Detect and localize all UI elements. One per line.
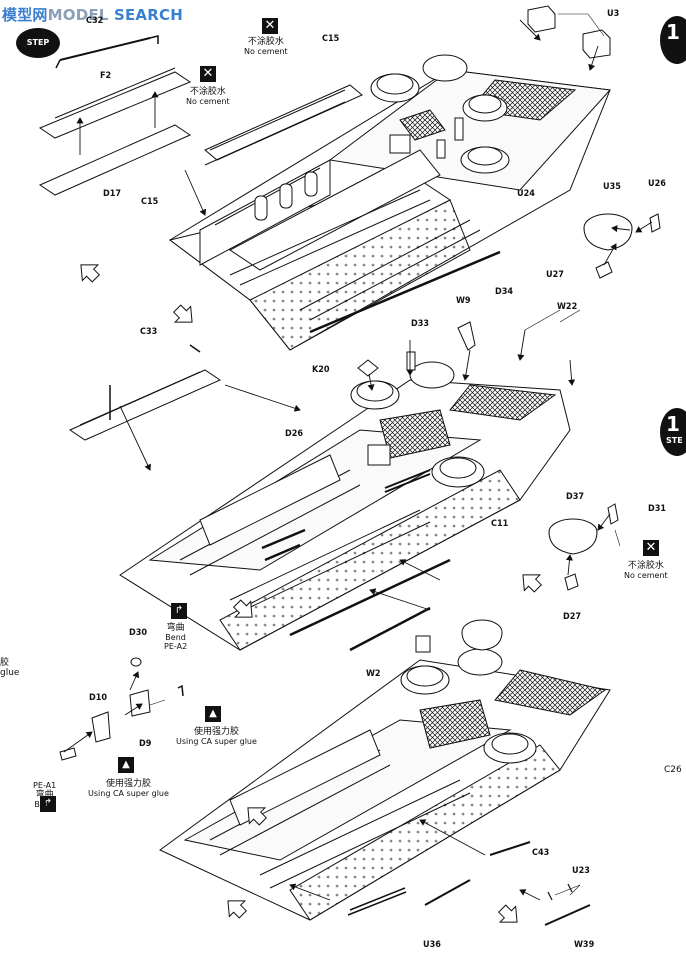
bend-icon: ↱ xyxy=(40,796,56,812)
no-cement-icon: ✕ xyxy=(200,66,216,82)
part-label-w9: W9 xyxy=(456,296,471,306)
left-edge-glue-en: glue xyxy=(0,668,20,678)
part-label-k20: K20 xyxy=(312,365,330,375)
part-label-d31: D31 xyxy=(648,504,666,514)
super-glue-icon: ▲ xyxy=(118,757,134,773)
part-label-c32: C32 xyxy=(86,16,104,26)
part-label-u35: U35 xyxy=(603,182,621,192)
part-label-u23: U23 xyxy=(572,866,590,876)
part-label-d37: D37 xyxy=(566,492,584,502)
super-glue-icon: ▲ xyxy=(205,706,221,722)
part-label-u3: U3 xyxy=(607,9,620,19)
part-label-c11: C11 xyxy=(491,519,509,529)
part-label-u24: U24 xyxy=(517,189,535,199)
u35-parts xyxy=(583,213,661,279)
watermark: 模型网MODEL SEARCH xyxy=(2,6,183,24)
bend-icon: ↱ xyxy=(171,603,187,619)
u3-parts xyxy=(527,5,611,59)
part-label-d9: D9 xyxy=(139,739,152,749)
part-label-d27: D27 xyxy=(563,612,581,622)
no-cement-icon: ✕ xyxy=(643,540,659,556)
part-label-w39: W39 xyxy=(574,940,595,950)
part-label-c43: C43 xyxy=(532,848,550,858)
hull-top xyxy=(168,54,612,351)
hull-bottom xyxy=(159,619,611,926)
right-edge-code: C26 xyxy=(664,765,682,775)
part-label-d10: D10 xyxy=(89,693,107,703)
d9-assembly xyxy=(59,657,184,761)
no-cement-icon: ✕ xyxy=(262,18,278,34)
cover-c33 xyxy=(68,344,222,441)
part-label-d33: D33 xyxy=(411,319,429,329)
part-label-w2: W2 xyxy=(366,669,381,679)
part-label-w22: W22 xyxy=(557,302,578,312)
part-label-c15: C15 xyxy=(141,197,159,207)
part-label-f2: F2 xyxy=(100,71,112,81)
part-label-u27: U27 xyxy=(546,270,564,280)
part-label-c33: C33 xyxy=(140,327,158,337)
part-label-c15: C15 xyxy=(322,34,340,44)
step-badge: STEP xyxy=(16,28,60,58)
leader-lines xyxy=(149,13,621,896)
part-label-d30: D30 xyxy=(129,628,147,638)
part-label-u26: U26 xyxy=(648,179,666,189)
part-label-d17: D17 xyxy=(103,189,121,199)
left-edge-glue-cn: 胶 xyxy=(0,658,10,668)
hull-middle xyxy=(119,321,571,652)
part-label-d26: D26 xyxy=(285,429,303,439)
right-step-badge-top: 1 xyxy=(660,16,686,64)
assembly-arrows xyxy=(63,19,653,901)
d37-parts xyxy=(548,503,619,591)
rotate-arrows xyxy=(80,264,543,923)
part-label-u36: U36 xyxy=(423,940,441,950)
part-label-d34: D34 xyxy=(495,287,513,297)
